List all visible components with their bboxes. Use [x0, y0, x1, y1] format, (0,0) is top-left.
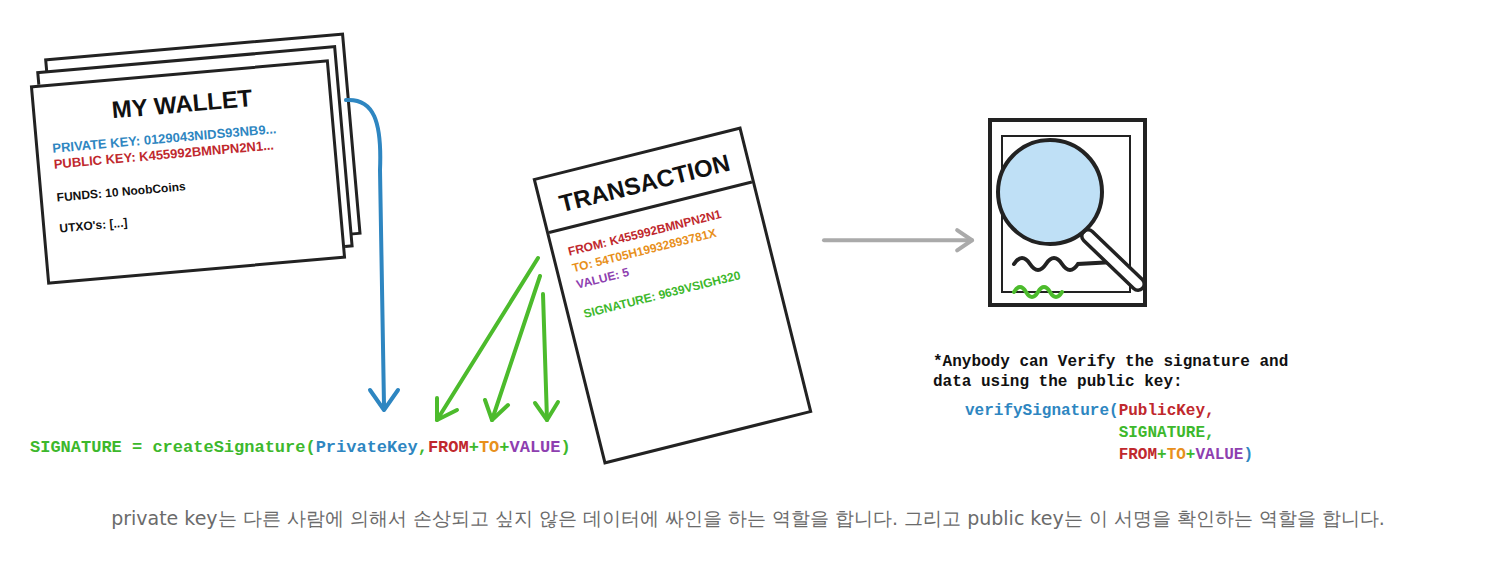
text-run: VALUE — [1195, 446, 1243, 464]
text-line: FROM+TO+VALUE) — [965, 444, 1253, 466]
wallet-card: MY WALLETPRIVATE KEY: 0129043NIDS93NB9..… — [30, 59, 346, 284]
text-line: verifySignature(PublicKey, — [965, 400, 1253, 422]
text-run: SIGNATURE, — [1119, 424, 1215, 442]
text-line: SIGNATURE = createSignature(PrivateKey,F… — [30, 438, 571, 457]
document-frame — [990, 120, 1145, 305]
arrow-head — [957, 230, 972, 250]
verify-document-icon — [990, 120, 1145, 305]
text-run: SIGNATURE = createSignature( — [30, 438, 316, 457]
magnifier-handle — [1088, 236, 1138, 284]
text-run: ) — [1243, 446, 1253, 464]
text-run: VALUE — [510, 438, 561, 457]
text-run: PrivateKey — [316, 438, 418, 457]
verify-icon: *Anybody can Verify the signature and da… — [990, 120, 1145, 305]
text-run — [1215, 402, 1225, 420]
leader-line — [492, 276, 540, 420]
verify-note: *Anybody can Verify the signature and da… — [933, 352, 1298, 392]
verify-function: verifySignature(PublicKey, SIGNATURE, FR… — [965, 400, 1253, 466]
formula-label: SIGNATURE = createSignature(PrivateKey,F… — [30, 437, 571, 459]
utxo-list: UTXO's: [...] — [59, 216, 128, 237]
text-run: + — [499, 438, 509, 457]
arrow-head — [535, 402, 558, 420]
text-run: + — [1186, 446, 1196, 464]
text-run: FROM — [428, 438, 469, 457]
text-run: verifySignature( — [965, 402, 1119, 420]
text-run: + — [469, 438, 479, 457]
magnifier-lens — [998, 140, 1102, 244]
leader-line — [437, 258, 538, 420]
text-run: TO — [479, 438, 499, 457]
caption: private key는 다른 사람에 의해서 손상되고 싶지 않은 데이터에 … — [108, 500, 1388, 536]
text-run: FROM — [1119, 446, 1157, 464]
arrow-head — [370, 390, 398, 410]
flow-arrow — [824, 230, 972, 250]
text-run: TO — [1167, 446, 1186, 464]
text-line: SIGNATURE, — [965, 422, 1253, 444]
text-run — [1215, 424, 1225, 442]
card-title: TRANSACTION — [556, 147, 733, 218]
text-run: , — [418, 438, 428, 457]
card-title: MY WALLET — [111, 83, 254, 125]
leader-line — [346, 100, 384, 405]
private-key-leader — [346, 100, 398, 410]
field-leaders — [437, 258, 558, 420]
signature-scribble — [1014, 287, 1062, 297]
ink-scribble — [1014, 258, 1114, 270]
text-run: PublicKey, — [1119, 402, 1215, 420]
leader-line — [543, 294, 547, 420]
funds: FUNDS: 10 NoobCoins — [56, 179, 186, 205]
magnifier-handle-inner — [1088, 236, 1138, 284]
text-run: + — [1157, 446, 1167, 464]
arrow-head — [485, 400, 508, 420]
arrow-line — [824, 238, 972, 242]
arrow-head — [437, 398, 457, 420]
text-run: ) — [561, 438, 571, 457]
transaction-card: TRANSACTIONFROM: K455992BMNPN2N1TO: 54T0… — [532, 126, 812, 464]
